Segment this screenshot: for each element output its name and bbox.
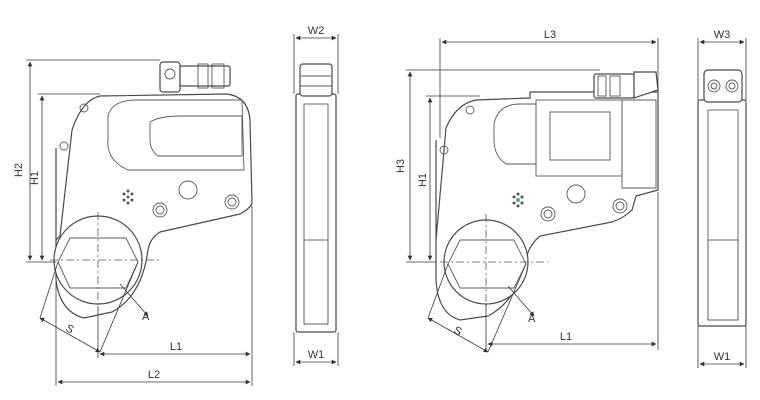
dim-label-A-right: A bbox=[528, 313, 536, 325]
dim-label-H1: H1 bbox=[29, 171, 41, 185]
dim-label-L1: L1 bbox=[170, 341, 182, 353]
dim-label-H3: H3 bbox=[395, 159, 407, 173]
hose-fitting-icon bbox=[593, 71, 659, 99]
front-view-square-drive: H2 H1 S A L1 L2 bbox=[13, 59, 253, 386]
hose-fitting-icon bbox=[159, 61, 231, 93]
side-view-hex-cassette: W3 W1 bbox=[697, 29, 747, 368]
dim-label-W2: W2 bbox=[308, 25, 325, 37]
dim-label-L3: L3 bbox=[544, 29, 556, 41]
dim-label-S-right: S bbox=[451, 324, 463, 338]
dim-label-L2: L2 bbox=[148, 369, 160, 381]
vent-icon bbox=[512, 192, 524, 208]
side-view-square-drive: W2 W1 bbox=[293, 25, 339, 366]
dim-label-W1-left: W1 bbox=[308, 349, 325, 361]
dim-label-L1-right: L1 bbox=[560, 331, 572, 343]
dim-label-W1-right: W1 bbox=[714, 351, 731, 363]
vent-icon bbox=[122, 189, 134, 205]
dim-label-A: A bbox=[142, 311, 150, 323]
dim-label-S: S bbox=[63, 322, 75, 336]
front-view-hex-cassette: L3 H3 H1 S A L1 bbox=[395, 29, 659, 353]
dim-label-H1-right: H1 bbox=[417, 173, 429, 187]
dim-label-H2: H2 bbox=[13, 163, 25, 177]
dim-label-W3: W3 bbox=[714, 29, 731, 41]
